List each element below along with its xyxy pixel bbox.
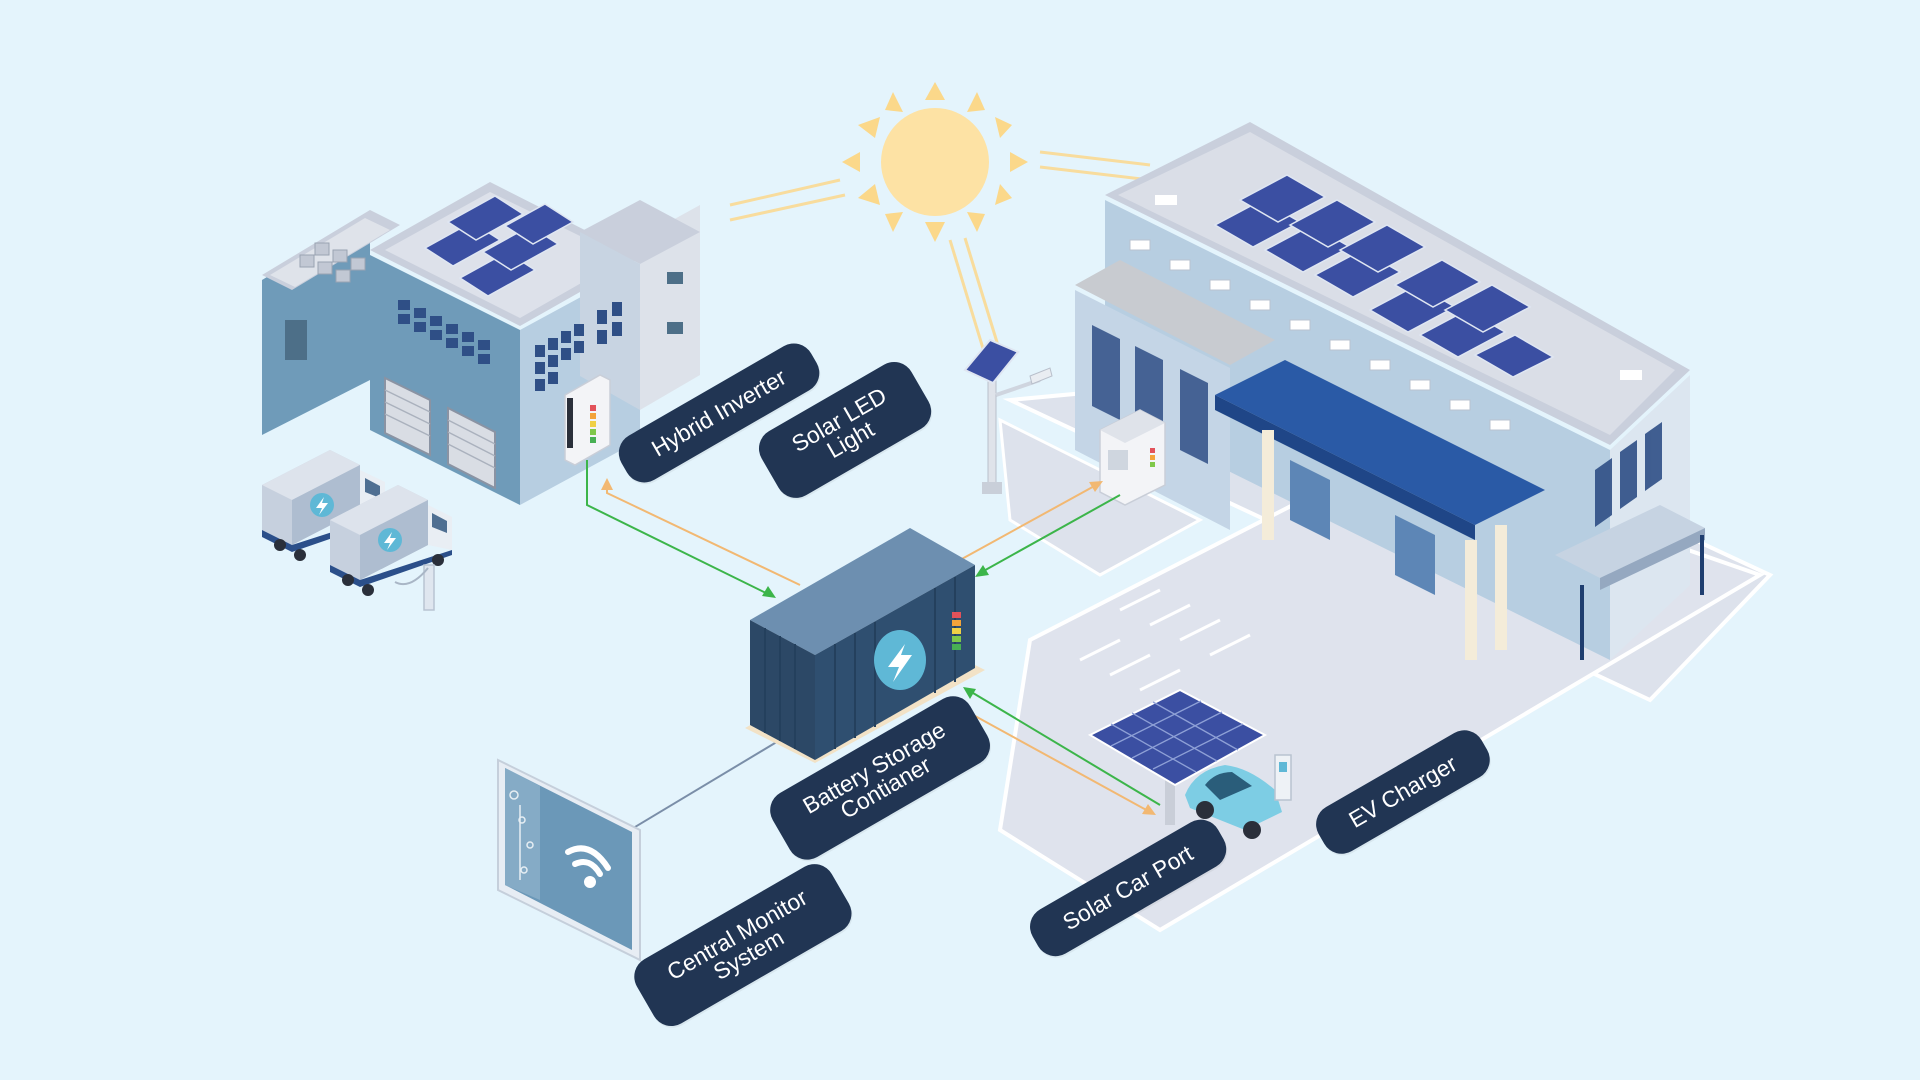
sun-long-rays — [729, 150, 1151, 356]
flow-battery-to-inverter — [606, 483, 801, 586]
sun-disc — [881, 108, 989, 216]
right-office-building — [1075, 122, 1705, 660]
parking-lines — [1079, 588, 1251, 692]
wifi-icon — [565, 845, 611, 888]
entrance-canopy — [1215, 360, 1545, 525]
left-factory-solar-panels — [423, 195, 575, 297]
flow-battery-to-carport — [954, 704, 1151, 813]
electric-car — [1185, 765, 1282, 839]
office-inverter-unit — [1099, 409, 1166, 506]
battery-level-indicator — [952, 612, 961, 650]
office-roof-solar-panels — [1213, 174, 1555, 378]
sun-icon — [729, 82, 1151, 356]
lightning-bolt-icon — [874, 630, 926, 690]
hybrid-inverter-unit — [564, 374, 611, 466]
energy-flow-lines — [586, 460, 1161, 831]
flow-inverter-to-battery — [586, 460, 771, 596]
flow-carport-to-battery — [967, 689, 1161, 806]
electric-truck-2 — [330, 485, 452, 611]
flow-office-to-battery — [979, 494, 1121, 574]
central-monitor-tablet — [497, 758, 641, 962]
solar-car-port-structure — [1087, 688, 1292, 839]
monitor-data-link — [629, 739, 781, 831]
solar-led-street-light — [963, 338, 1053, 494]
sun-spikes — [842, 82, 1028, 242]
battery-storage-container — [745, 528, 985, 763]
left-factory-building — [262, 182, 700, 505]
flow-battery-to-office — [959, 483, 1099, 561]
ev-charger-post — [1274, 754, 1292, 801]
